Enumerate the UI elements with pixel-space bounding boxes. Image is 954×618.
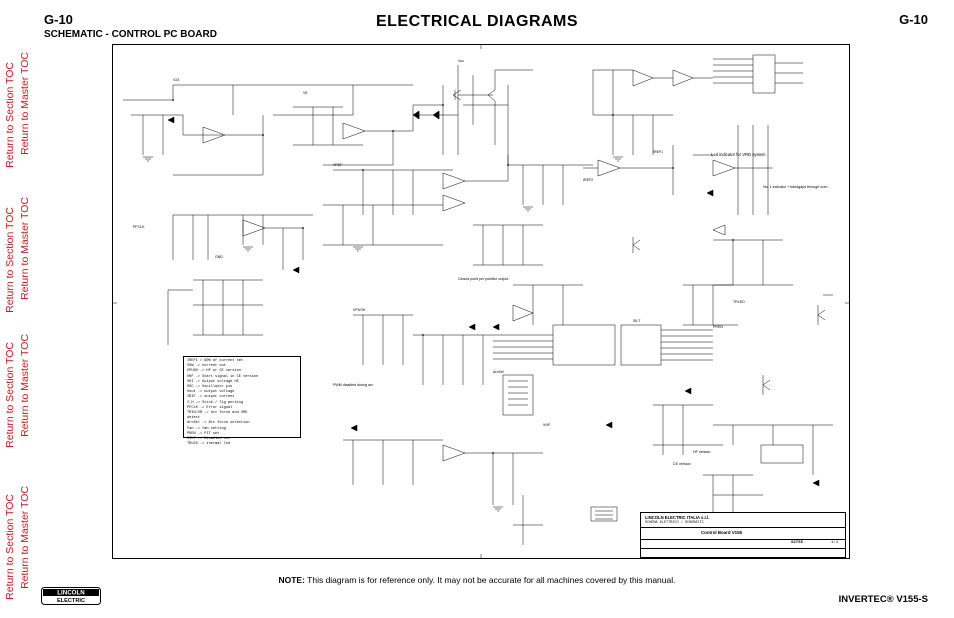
page-number-left: G-10: [44, 12, 73, 27]
opamp-u2a: [442, 172, 466, 190]
note-text: This diagram is for reference only. It m…: [304, 575, 676, 585]
logo-line1: LINCOLN: [57, 590, 85, 597]
title-block-company: LINCOLN ELECTRIC ITALIA s.r.l.: [645, 515, 710, 520]
model-name: INVERTEC® V155-S: [838, 594, 928, 605]
legend-line: I_H -> Stick / Tig working: [187, 400, 244, 405]
legend-line: detect: [187, 416, 200, 421]
net-label-v5: V5: [303, 91, 308, 95]
legend-line: VHI -> Output voltage HI: [187, 379, 239, 384]
legend-line: IREF1 = 90% of current set: [187, 359, 244, 363]
annotation-ce-note: CE version: [673, 462, 691, 466]
signal-legend: IREF1 = 90% of current set VSW -> curren…: [183, 356, 301, 446]
annotation-led-note: Led indicator for VRD system: [711, 152, 766, 157]
legend-line: VSW -> current out: [187, 364, 226, 369]
note-label: NOTE:: [278, 575, 305, 585]
lincoln-electric-logo: LINCOLN ELECTRIC: [41, 587, 101, 605]
reference-note: NOTE: This diagram is for reference only…: [0, 575, 954, 585]
return-to-section-toc-link[interactable]: Return to Section TOC: [4, 207, 16, 313]
annotation-hf-note: HF version: [693, 450, 711, 454]
page-title: ELECTRICAL DIAGRAMS: [375, 13, 579, 30]
drawing-title-block: LINCOLN ELECTRIC ITALIA s.r.l. SCHEMA EL…: [640, 512, 846, 558]
legend-line: TRIG/VR -> Arc force and VRD: [187, 411, 248, 416]
annotation-pwm-note: PWM disabled during arc: [333, 383, 374, 387]
net-label-v24: V24: [173, 78, 180, 82]
opamp-u1b: [342, 122, 366, 140]
schematic-sheet: V24 V5 Vcc GND VREF IREF1 IREF2 VHF VPUS…: [112, 44, 850, 559]
section-subtitle: SCHEMATIC - CONTROL PC BOARD: [44, 29, 217, 40]
net-label-vhf: VHF: [543, 423, 551, 427]
legend-line: SILT -> Disabled set: [187, 437, 231, 442]
return-to-master-toc-link[interactable]: Return to Master TOC: [19, 334, 31, 437]
legend-line: PFCLK -> Error signal: [187, 405, 233, 410]
legend-line: IRIF -> output current: [187, 395, 235, 400]
net-label-pfclk: PFCLK: [133, 225, 145, 229]
legend-line: TRLED -> thermal led: [187, 442, 231, 447]
logo-line2: ELECTRIC: [57, 598, 85, 604]
title-block-code: S2755: [791, 541, 804, 545]
net-label-vcc: Vcc: [458, 59, 464, 63]
net-label-trled: TRLED: [733, 300, 745, 304]
legend-line: ArcSel -> Arc force selection: [187, 421, 250, 426]
toc-strip: Return to Section TOC Return to Master T…: [0, 2, 36, 602]
return-to-section-toc-link[interactable]: Return to Section TOC: [4, 62, 16, 168]
net-label-arcsel: ArcSel: [493, 370, 504, 374]
microcontroller-ic: [552, 324, 616, 366]
net-label-iref2: IREF2: [583, 178, 594, 182]
legend-line: Fan -> fan setting: [187, 426, 226, 431]
legend-line: OSC -> Oscillator pin: [187, 385, 233, 390]
net-label-gnd: GND: [215, 255, 223, 259]
logic-ic: [620, 324, 662, 366]
return-to-master-toc-link[interactable]: Return to Master TOC: [19, 52, 31, 155]
legend-line: Vout -> output voltage: [187, 390, 235, 395]
legend-line: VHF -> Start signal in CE version: [187, 374, 259, 379]
legend-line: VPUSH -> HF or CE version: [187, 369, 241, 374]
return-to-section-toc-link[interactable]: Return to Section TOC: [4, 342, 16, 448]
net-label-vref: VREF: [333, 163, 343, 167]
opamp-u3a: [242, 219, 266, 237]
annotation-fan-note: No. 1 indicator + bandgaps through over.…: [763, 185, 831, 189]
annotation-mid-note: Closed point per positive output: [458, 277, 509, 281]
title-block-sub: SCHEMA ELETTRICO / SCHEMATIC: [645, 521, 704, 525]
schematic-drawing: [113, 45, 849, 558]
net-label-vpush: VPUSH: [353, 308, 366, 312]
page-number-right: G-10: [899, 12, 928, 27]
return-to-master-toc-link[interactable]: Return to Master TOC: [19, 197, 31, 300]
legend-line: PREN -> PIT set: [187, 431, 220, 436]
opamp-u1a: [202, 126, 226, 144]
return-to-master-toc-link[interactable]: Return to Master TOC: [19, 486, 31, 589]
net-label-pren: PREN: [713, 325, 723, 329]
net-label-iref1: IREF1: [653, 150, 664, 154]
title-block-drawing-name: Control Board V155: [701, 530, 742, 535]
net-label-silt: SILT: [633, 319, 641, 323]
opamp-u2b: [442, 194, 466, 212]
title-block-sheet: 1/1: [831, 541, 839, 545]
